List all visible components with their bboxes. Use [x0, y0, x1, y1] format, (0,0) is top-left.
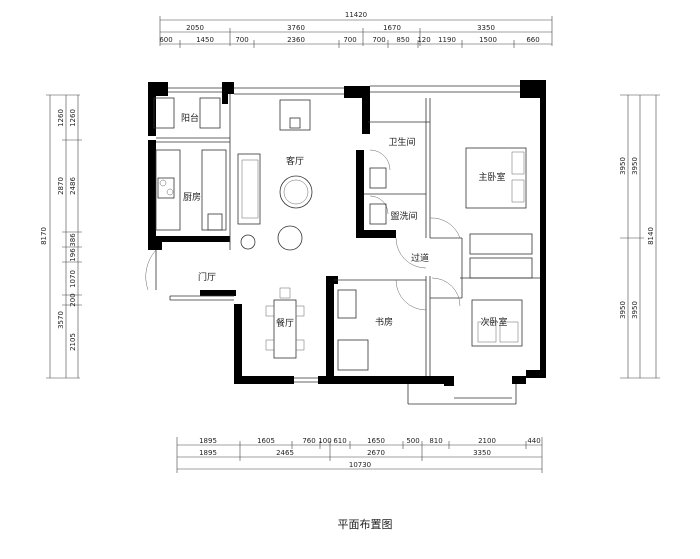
bottom-dimensions: 1895 1605 760 100 610 1650 500 810 2100 … — [176, 437, 543, 473]
right-dimensions: 3950 3950 3950 3950 8140 — [619, 94, 660, 379]
dim-bottom-1650: 1650 — [367, 437, 385, 445]
walls — [148, 80, 546, 386]
room-labels: 阳台 厨房 客厅 卫生间 盥洗间 主卧室 门厅 过道 餐厅 书房 次卧室 — [181, 112, 508, 329]
dim-left-196: 196 — [69, 248, 77, 262]
toilet — [369, 167, 387, 189]
kitchen-counter — [155, 149, 181, 231]
dim-top-700a: 700 — [235, 36, 248, 44]
dim-top-120: 120 — [417, 36, 430, 44]
dim-right-total: 8140 — [647, 227, 655, 245]
study-desk — [337, 289, 357, 319]
dim-top-3760: 3760 — [287, 24, 305, 32]
dim-bottom-760: 760 — [302, 437, 315, 445]
label-bathroom: 卫生间 — [388, 136, 415, 148]
dim-top-1450: 1450 — [196, 36, 214, 44]
label-corridor: 过道 — [411, 252, 429, 264]
dim-bottom-100: 100 — [318, 437, 331, 445]
dining-chairs-top — [279, 99, 311, 131]
label-dining: 餐厅 — [276, 317, 294, 329]
dim-left-1260a: 1260 — [57, 109, 65, 127]
dim-left-2870: 2870 — [57, 177, 65, 195]
dim-left-200: 200 — [69, 293, 77, 306]
label-living: 客厅 — [286, 155, 304, 167]
dim-left-2105: 2105 — [69, 333, 77, 351]
dim-right-3950b: 3950 — [631, 157, 639, 175]
label-study: 书房 — [375, 316, 393, 328]
dim-bottom-1605: 1605 — [257, 437, 275, 445]
label-master-bedroom: 主卧室 — [478, 171, 505, 183]
coffee-table — [279, 175, 313, 209]
doors — [145, 149, 461, 311]
dim-bottom-1895a: 1895 — [199, 437, 217, 445]
dim-left-2486: 2486 — [69, 177, 77, 195]
label-balcony: 阳台 — [181, 112, 199, 124]
dim-bottom-1895b: 1895 — [199, 449, 217, 457]
wardrobe-top — [469, 233, 533, 255]
second-bed — [471, 299, 523, 347]
dim-top-700c: 700 — [372, 36, 385, 44]
dim-left-386: 386 — [69, 233, 77, 247]
dim-bottom-2100: 2100 — [478, 437, 496, 445]
dim-bottom-2670: 2670 — [367, 449, 385, 457]
dim-bottom-500: 500 — [406, 437, 419, 445]
dim-left-1070: 1070 — [69, 270, 77, 288]
dim-top-2360: 2360 — [287, 36, 305, 44]
dim-top-3350: 3350 — [477, 24, 495, 32]
label-kitchen: 厨房 — [183, 191, 201, 203]
dim-bottom-610: 610 — [333, 437, 346, 445]
left-dimensions: 8170 1260 2870 3570 1260 2486 386 196 10… — [40, 94, 82, 379]
dim-left-1260b: 1260 — [69, 109, 77, 127]
label-washroom: 盥洗间 — [390, 210, 417, 222]
label-entry: 门厅 — [198, 271, 216, 283]
label-second-bedroom: 次卧室 — [480, 316, 507, 328]
dim-bottom-total: 10730 — [349, 461, 371, 469]
dim-right-3950a: 3950 — [619, 157, 627, 175]
dim-right-3950c: 3950 — [619, 301, 627, 319]
dim-right-3950d: 3950 — [631, 301, 639, 319]
furniture — [153, 97, 533, 371]
dim-top-1670: 1670 — [383, 24, 401, 32]
dim-bottom-440: 440 — [527, 437, 540, 445]
dining-table — [273, 299, 297, 359]
dim-left-3570: 3570 — [57, 311, 65, 329]
dim-top-850: 850 — [396, 36, 409, 44]
dim-top-total: 11420 — [345, 11, 367, 19]
dim-left-total: 8170 — [40, 227, 48, 245]
dim-top-1500: 1500 — [479, 36, 497, 44]
wardrobe-bottom — [469, 257, 533, 279]
stove — [157, 177, 175, 199]
top-dimensions: 11420 2050 3760 1670 3350 600 1450 700 2… — [159, 11, 553, 48]
dim-bottom-3350: 3350 — [473, 449, 491, 457]
wash-basin — [369, 203, 387, 225]
dim-bottom-2465: 2465 — [276, 449, 294, 457]
dim-top-600: 600 — [159, 36, 172, 44]
dim-top-700b: 700 — [343, 36, 356, 44]
master-bed — [465, 147, 527, 209]
dim-top-1190: 1190 — [438, 36, 456, 44]
dim-top-2050: 2050 — [186, 24, 204, 32]
plan-title: 平面布置图 — [338, 518, 393, 531]
sofa — [237, 153, 261, 225]
dim-top-660: 660 — [526, 36, 539, 44]
dim-bottom-810: 810 — [429, 437, 442, 445]
room-outlines — [155, 85, 540, 405]
